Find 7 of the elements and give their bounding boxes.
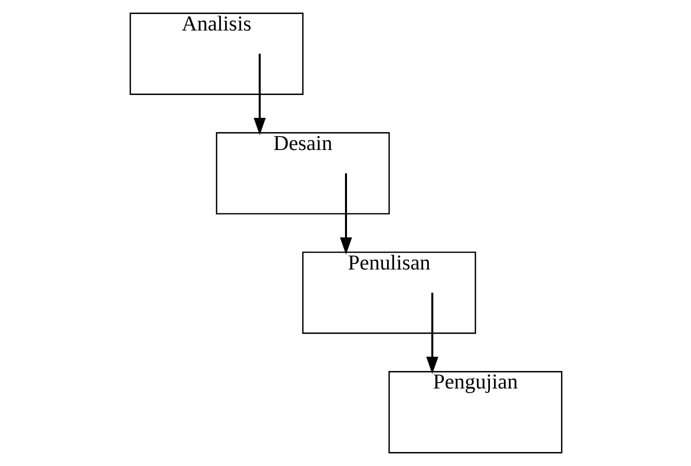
arrow <box>426 292 438 374</box>
arrow <box>339 173 352 255</box>
node-box: Desain <box>215 132 390 214</box>
arrow <box>253 54 266 136</box>
node-box: Analisis <box>129 12 304 95</box>
node-box: Pengujian <box>388 371 562 454</box>
node-box: Penulisan <box>302 252 476 334</box>
